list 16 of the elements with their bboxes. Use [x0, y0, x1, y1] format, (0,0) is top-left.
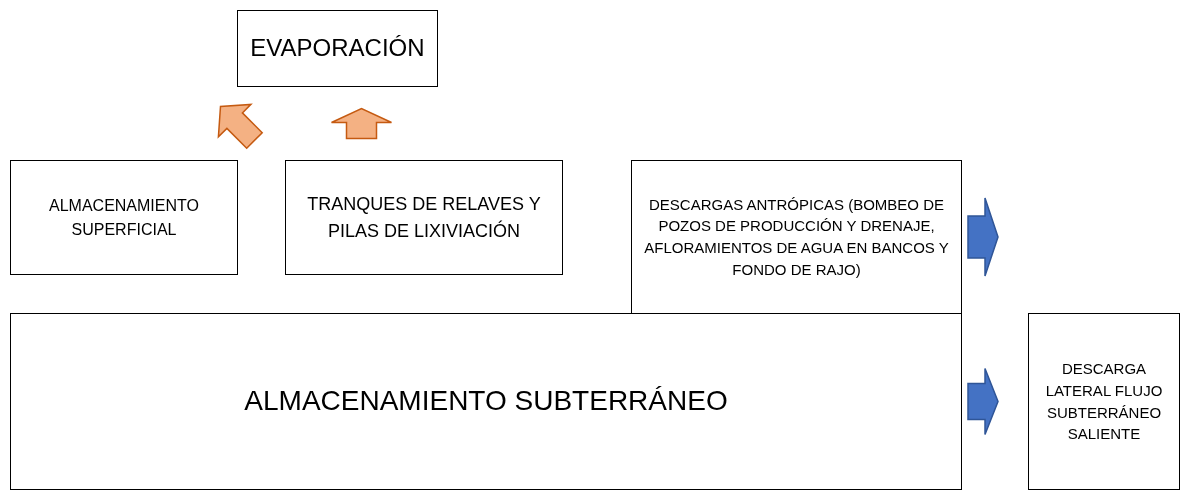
block-arrow — [217, 103, 264, 150]
block-arrow — [967, 197, 999, 277]
process-box — [10, 160, 238, 275]
box-label: DESCARGA LATERAL FLUJO SUBTERRÁNEO SALIENTE — [1044, 359, 1164, 445]
block-arrow — [967, 367, 999, 436]
process-box — [1028, 313, 1180, 490]
block-arrow — [330, 107, 393, 140]
box-label: TRANQUES DE RELAVES Y PILAS DE LIXIVIACIÓN — [306, 193, 542, 243]
box-label: ALMACENAMIENTO SUPERFICIAL — [48, 196, 200, 240]
process-box — [631, 160, 962, 314]
process-box — [285, 160, 563, 275]
box-label: DESCARGAS ANTRÓPICAS (BOMBEO DE POZOS DE PRODUCCIÓN Y DRENAJE, AFLORAMIENTOS DE AGUA EN BANCOS Y FONDO DE RAJO) — [643, 194, 950, 280]
process-box — [10, 313, 962, 490]
process-box — [237, 10, 438, 87]
box-label: EVAPORACIÓN — [250, 33, 425, 64]
box-label: ALMACENAMIENTO SUBTERRÁNEO — [244, 384, 728, 419]
